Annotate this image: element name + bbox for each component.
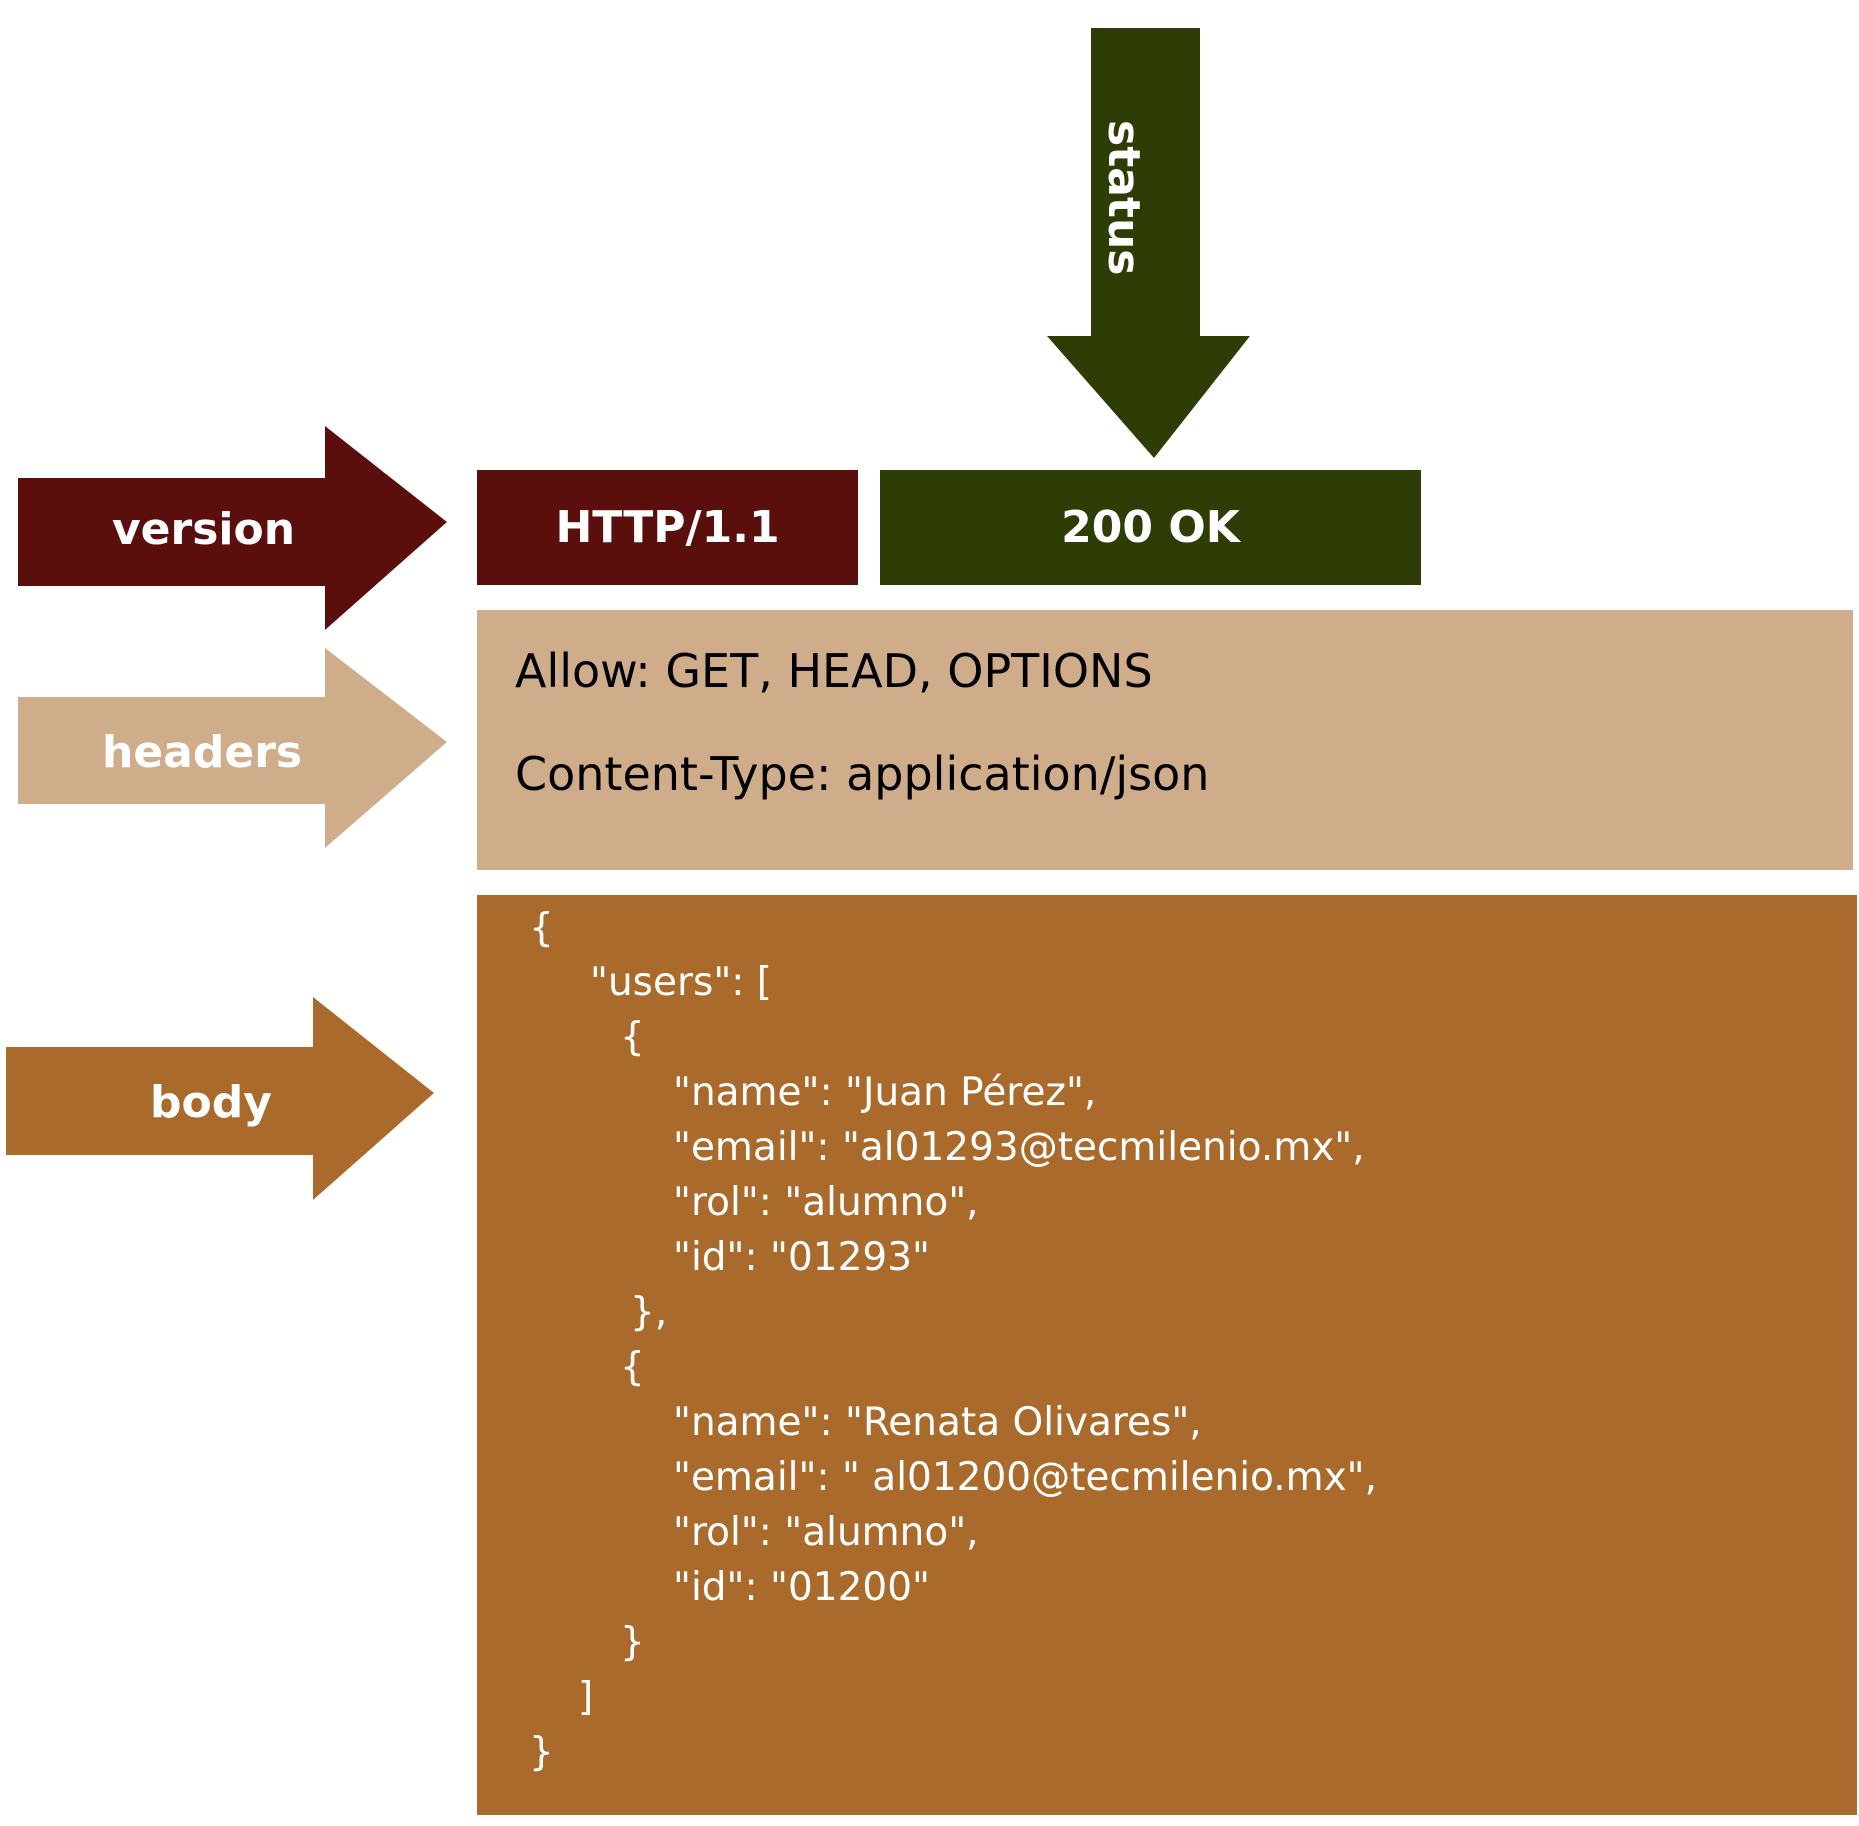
body-code-line: "email": "al01293@tecmilenio.mx", [673,1125,1365,1170]
version-arrow [18,426,447,630]
body-code-line: }, [630,1290,668,1335]
body-label: body [150,1077,272,1128]
headers-arrow [18,648,447,848]
status-label: status [1098,120,1149,276]
status-arrow [1047,28,1250,458]
body-code-line: "rol": "alumno", [673,1510,979,1555]
body-code-line: } [529,1730,554,1775]
header-line: Content-Type: application/json [515,747,1210,802]
body-code-line: "email": " al01200@tecmilenio.mx", [673,1455,1378,1500]
body-arrow [6,997,434,1200]
body-code-line: "users": [ [590,960,773,1005]
headers-label: headers [102,727,303,778]
body-code-line: "name": "Renata Olivares", [673,1400,1202,1445]
header-line: Allow: GET, HEAD, OPTIONS [515,644,1153,698]
version-label: version [112,504,296,555]
http-version-text: HTTP/1.1 [555,502,780,553]
status-code-text: 200 OK [1061,502,1240,553]
status-code-box: 200 OK [880,470,1421,585]
headers-box: Allow: GET, HEAD, OPTIONS Content-Type: … [477,610,1853,870]
body-code-line: { [529,906,554,951]
body-code-line: "id": "01200" [673,1565,930,1610]
body-code-line: { [620,1345,645,1390]
body-code-line: "name": "Juan Pérez", [673,1070,1097,1115]
body-code-line: "id": "01293" [673,1235,930,1280]
body-code-line: ] [578,1675,594,1720]
body-code-line: } [620,1620,645,1665]
body-box: { "users": [ { "name": "Juan Pérez", "em… [477,895,1857,1815]
body-code-line: "rol": "alumno", [673,1180,979,1225]
http-version-box: HTTP/1.1 [477,470,858,585]
body-code-line: { [620,1015,645,1060]
